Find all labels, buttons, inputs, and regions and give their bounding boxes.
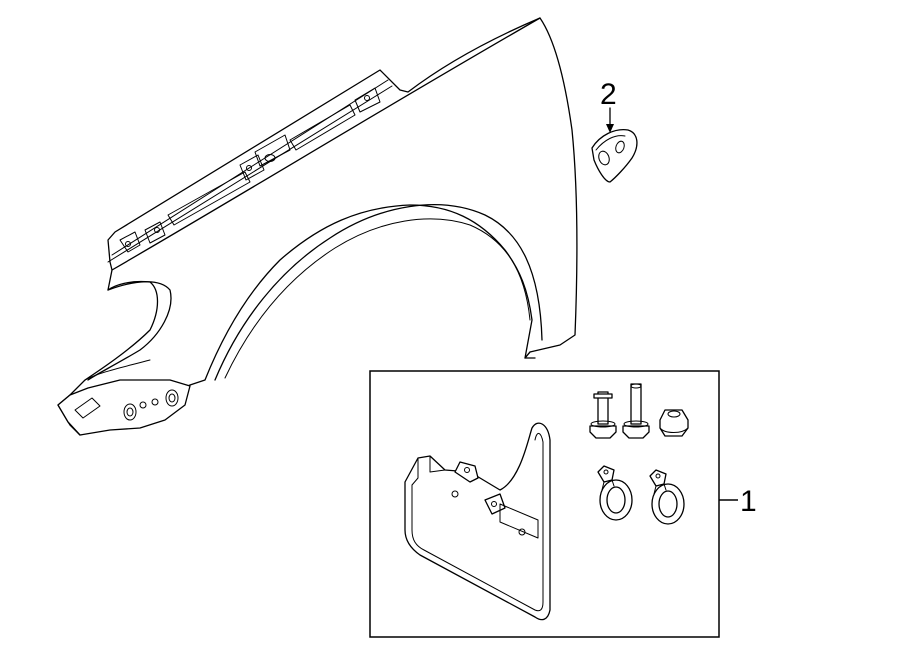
short-bolt[interactable] (589, 391, 617, 439)
retaining-clip-left[interactable] (597, 465, 633, 521)
callout-label-2: 2 (600, 78, 617, 111)
callout-2-leader (606, 107, 614, 133)
flange-nut[interactable] (659, 409, 689, 437)
long-bolt[interactable] (622, 383, 650, 439)
retaining-clip-right[interactable] (649, 469, 685, 525)
kit-box (369, 370, 720, 638)
mud-flap[interactable] (404, 422, 551, 621)
callout-label-1: 1 (740, 485, 757, 518)
fender-bracket-part[interactable] (591, 129, 638, 183)
fender-panel[interactable] (57, 17, 578, 436)
